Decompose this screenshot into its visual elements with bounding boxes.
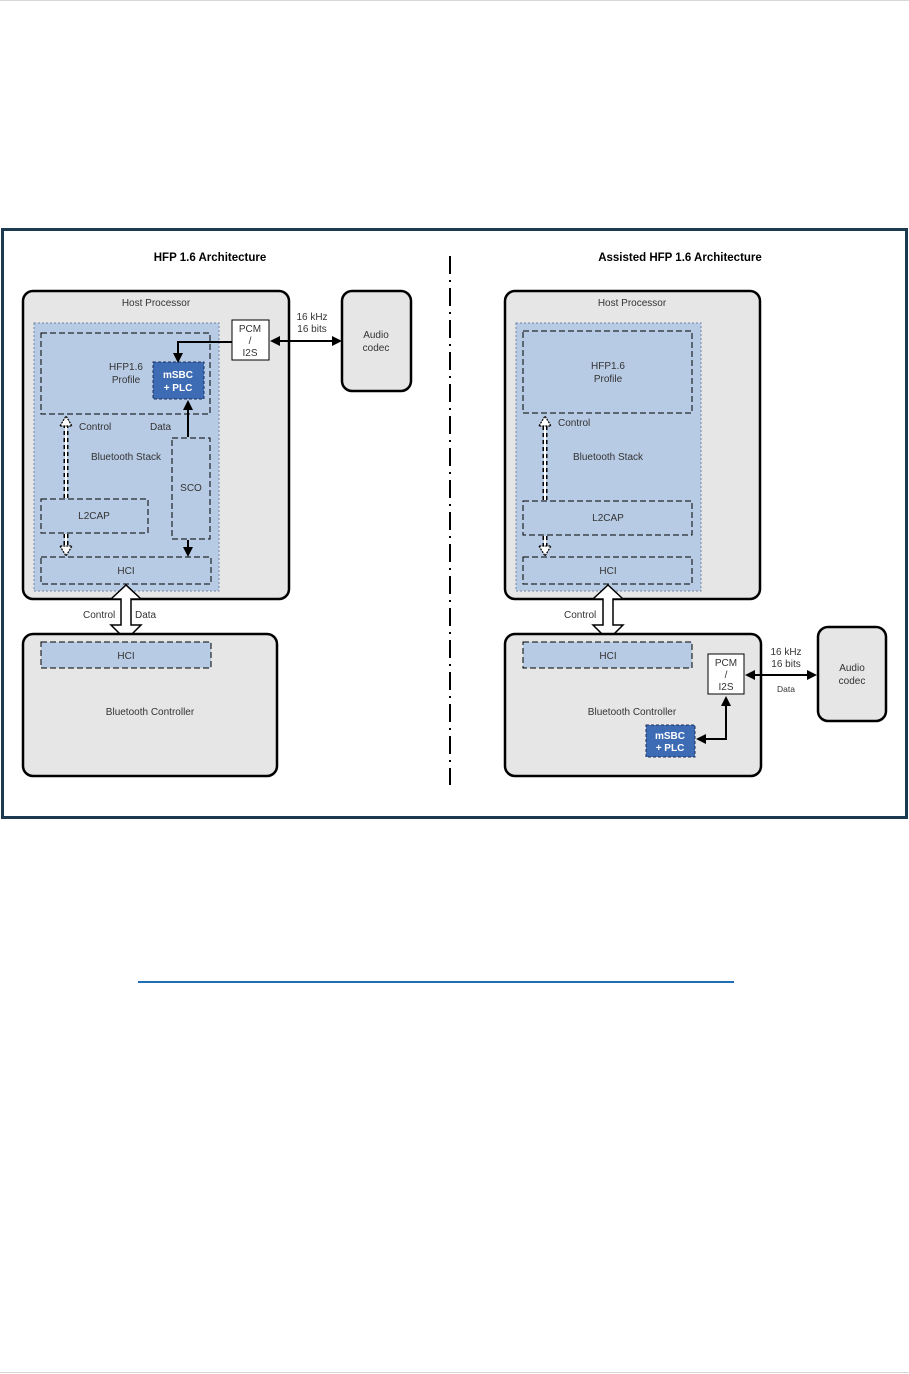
left-audio-label: Audio bbox=[363, 330, 389, 341]
left-hci-label: HCI bbox=[117, 566, 134, 577]
left-codec-label: codec bbox=[363, 343, 390, 354]
right-msbc-label-2: + PLC bbox=[656, 743, 685, 754]
left-l2cap-label: L2CAP bbox=[78, 511, 110, 522]
right-data-label: Data bbox=[777, 684, 795, 694]
left-hci-control-label: Control bbox=[83, 610, 115, 621]
left-controller-label: Bluetooth Controller bbox=[106, 707, 195, 718]
left-l2cap-box bbox=[40, 498, 149, 534]
left-profile-label-2: Profile bbox=[112, 375, 141, 386]
right-hci-label: HCI bbox=[599, 566, 616, 577]
right-msbc-pcm-connector bbox=[696, 696, 731, 744]
left-hci-box bbox=[40, 556, 212, 585]
right-control-arrow-lower bbox=[537, 536, 553, 558]
left-host-processor-label: Host Processor bbox=[122, 298, 191, 309]
left-hci-data-label: Data bbox=[135, 610, 157, 621]
right-controller-hci-label: HCI bbox=[599, 651, 616, 662]
left-msbc-label-2: + PLC bbox=[164, 383, 193, 394]
left-msbc-label: mSBC bbox=[163, 370, 193, 381]
right-l2cap-box bbox=[522, 500, 693, 536]
left-sco-box bbox=[171, 437, 211, 540]
left-control-label: Control bbox=[79, 422, 111, 433]
right-audio-label: Audio bbox=[839, 663, 865, 674]
left-bluetooth-stack-label: Bluetooth Stack bbox=[91, 452, 162, 463]
right-profile-label: HFP1.6 bbox=[591, 361, 625, 372]
left-bits-label: 16 bits bbox=[297, 324, 326, 335]
right-msbc-codec-box bbox=[645, 724, 696, 758]
right-pcm-slash: / bbox=[725, 670, 728, 681]
right-hci-transport-arrow bbox=[591, 583, 625, 642]
right-l2cap-label: L2CAP bbox=[592, 513, 624, 524]
left-pcm-slash: / bbox=[249, 336, 252, 347]
right-rate-label: 16 kHz bbox=[770, 647, 801, 658]
left-hci-transport-arrow bbox=[109, 583, 143, 642]
left-pcm-label: PCM bbox=[239, 324, 261, 335]
left-control-arrow-lower bbox=[58, 534, 74, 558]
right-bits-label: 16 bits bbox=[771, 659, 800, 670]
right-title: Assisted HFP 1.6 Architecture bbox=[598, 252, 762, 264]
right-hci-box bbox=[522, 556, 693, 585]
left-sco-label: SCO bbox=[180, 483, 202, 494]
left-i2s-label: I2S bbox=[242, 348, 257, 359]
right-controller-hci-box bbox=[522, 641, 693, 669]
hyperlink-underline[interactable] bbox=[138, 981, 734, 983]
left-audio-codec-box bbox=[340, 289, 413, 393]
page-top-rule bbox=[0, 0, 909, 1]
right-host-processor-label: Host Processor bbox=[598, 298, 667, 309]
left-rate-label: 16 kHz bbox=[296, 312, 327, 323]
left-data-label: Data bbox=[150, 422, 172, 433]
left-profile-label: HFP1.6 bbox=[109, 362, 143, 373]
right-i2s-label: I2S bbox=[718, 682, 733, 693]
page-bottom-rule bbox=[0, 1372, 909, 1373]
left-pcm-box bbox=[231, 319, 270, 361]
right-bluetooth-stack-label: Bluetooth Stack bbox=[573, 452, 644, 463]
right-control-arrow-upper bbox=[537, 414, 553, 500]
right-msbc-label: mSBC bbox=[655, 731, 685, 742]
right-profile-label-2: Profile bbox=[594, 374, 623, 385]
left-title: HFP 1.6 Architecture bbox=[154, 252, 266, 264]
right-audio-codec-box bbox=[816, 625, 888, 723]
right-controller-label: Bluetooth Controller bbox=[588, 707, 677, 718]
left-controller-hci-label: HCI bbox=[117, 651, 134, 662]
right-codec-label: codec bbox=[839, 676, 866, 687]
right-pcm-label: PCM bbox=[715, 658, 737, 669]
right-hci-control-label: Control bbox=[564, 610, 596, 621]
left-control-arrow-upper bbox=[58, 414, 74, 498]
left-msbc-pcm-connector bbox=[173, 341, 232, 363]
left-controller-hci-box bbox=[40, 641, 212, 669]
right-control-label: Control bbox=[558, 418, 590, 429]
right-profile-box bbox=[522, 330, 693, 414]
right-pcm-box bbox=[707, 653, 745, 695]
left-bluetooth-controller-box bbox=[21, 632, 279, 778]
left-msbc-codec-box bbox=[152, 361, 205, 400]
